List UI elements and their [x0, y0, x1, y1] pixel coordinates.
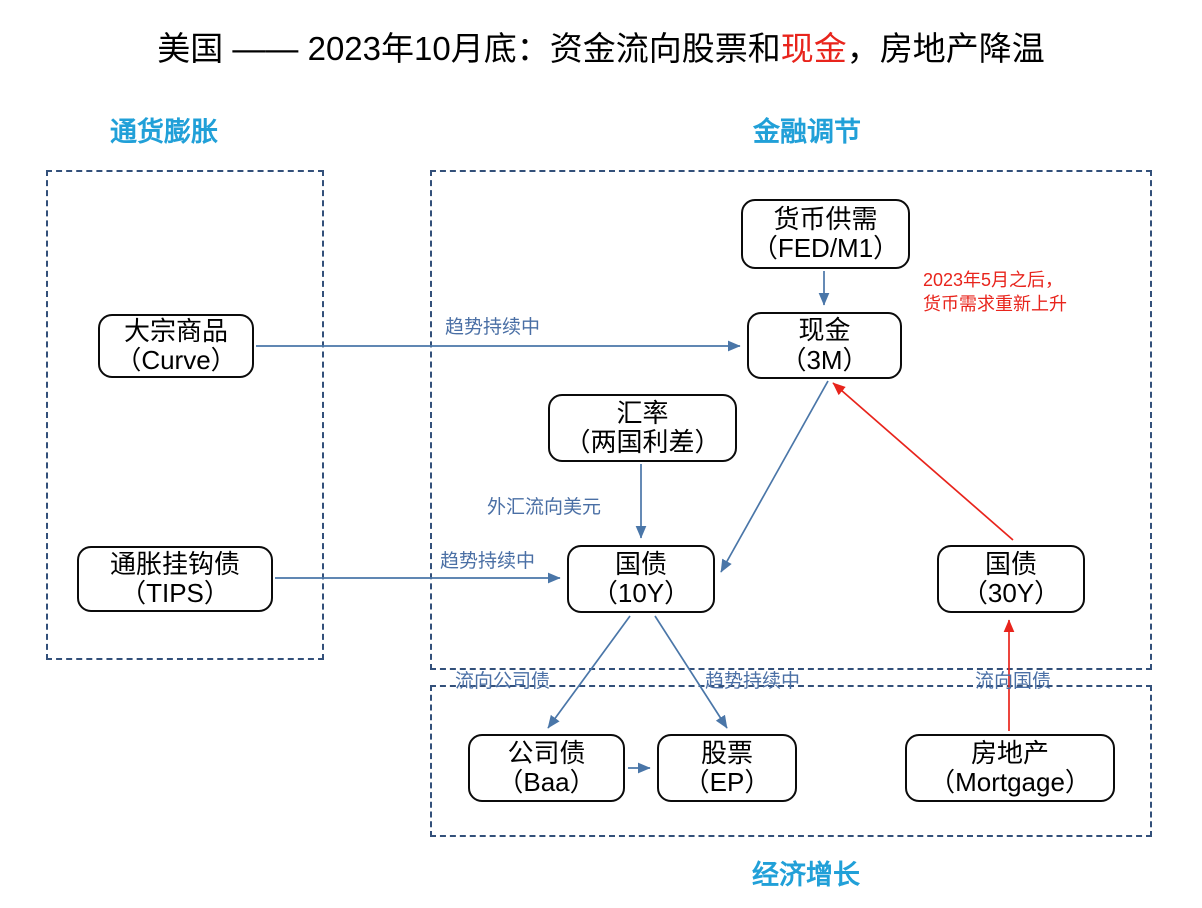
edge-label-commodity-to-cash: 趋势持续中 [445, 317, 541, 338]
title-suffix: ，房地产降温 [846, 30, 1045, 67]
node-real-estate-line1: 房地产 [970, 737, 1049, 768]
group-box-inflation [46, 170, 324, 660]
node-tips-line1: 通胀挂钩债 [109, 548, 240, 579]
node-treasury-10y-line2: （10Y） [591, 578, 691, 608]
annotation-line1: 2023年5月之后， [923, 270, 1064, 290]
annotation-line2: 货币需求重新上升 [923, 294, 1067, 315]
title-highlight: 现金 [780, 30, 847, 67]
edge-label-tips-to-ust10: 趋势持续中 [440, 551, 536, 572]
node-treasury-10y[interactable]: 国债 （10Y） [567, 545, 715, 613]
node-corporate-bond[interactable]: 公司债 （Baa） [468, 734, 625, 802]
arrow-ust30-to-cash [832, 382, 1014, 541]
edge-label-ust10-to-equity: 趋势持续中 [705, 671, 801, 692]
edge-label-realestate-to-ust30: 流向国债 [975, 671, 1052, 692]
node-treasury-30y-line2: （30Y） [961, 578, 1061, 608]
group-box-growth [430, 685, 1152, 837]
node-money-supply[interactable]: 货币供需 （FED/M1） [741, 199, 910, 269]
edge-label-ust10-to-corp: 流向公司债 [455, 671, 551, 692]
node-fx-rate[interactable]: 汇率 （两国利差） [548, 394, 737, 462]
title-prefix: 美国 —— 2023年10月底：资金流向股票和 [157, 30, 781, 67]
node-real-estate-line2: （Mortgage） [929, 767, 1091, 797]
annotation-money-demand: 2023年5月之后， 货币需求重新上升 [923, 268, 1067, 317]
node-tips[interactable]: 通胀挂钩债 （TIPS） [77, 546, 273, 612]
node-equity-line1: 股票 [700, 737, 753, 768]
node-real-estate[interactable]: 房地产 （Mortgage） [905, 734, 1115, 802]
arrow-ust10-to-corp [547, 615, 631, 729]
group-box-financial [430, 170, 1152, 670]
node-cash[interactable]: 现金 （3M） [747, 312, 902, 379]
node-equity[interactable]: 股票 （EP） [657, 734, 797, 802]
node-commodity[interactable]: 大宗商品 （Curve） [98, 314, 254, 378]
edge-label-fx-to-ust10: 外汇流向美元 [487, 497, 602, 518]
arrow-cash-to-ust10 [720, 380, 829, 573]
node-commodity-line1: 大宗商品 [123, 315, 228, 346]
page-title: 美国 —— 2023年10月底：资金流向股票和现金，房地产降温 [0, 22, 1202, 70]
node-cash-line2: （3M） [780, 344, 869, 375]
group-label-growth: 经济增长 [752, 860, 860, 890]
node-corporate-bond-line2: （Baa） [497, 767, 596, 797]
node-money-supply-line2: （FED/M1） [751, 233, 900, 263]
node-money-supply-line1: 货币供需 [773, 203, 878, 234]
node-fx-rate-line1: 汇率 [616, 397, 669, 428]
node-fx-rate-line2: （两国利差） [564, 427, 721, 457]
node-treasury-30y-line1: 国债 [984, 548, 1037, 579]
node-treasury-10y-line1: 国债 [614, 548, 667, 579]
arrow-ust10-to-equity [654, 615, 728, 729]
group-label-financial: 金融调节 [753, 117, 861, 147]
node-equity-line2: （EP） [683, 767, 771, 797]
node-treasury-30y[interactable]: 国债 （30Y） [937, 545, 1085, 613]
node-corporate-bond-line1: 公司债 [507, 737, 586, 768]
group-label-inflation: 通货膨胀 [110, 117, 218, 147]
node-tips-line2: （TIPS） [120, 578, 230, 608]
node-commodity-line2: （Curve） [115, 345, 237, 375]
node-cash-line1: 现金 [798, 315, 851, 346]
